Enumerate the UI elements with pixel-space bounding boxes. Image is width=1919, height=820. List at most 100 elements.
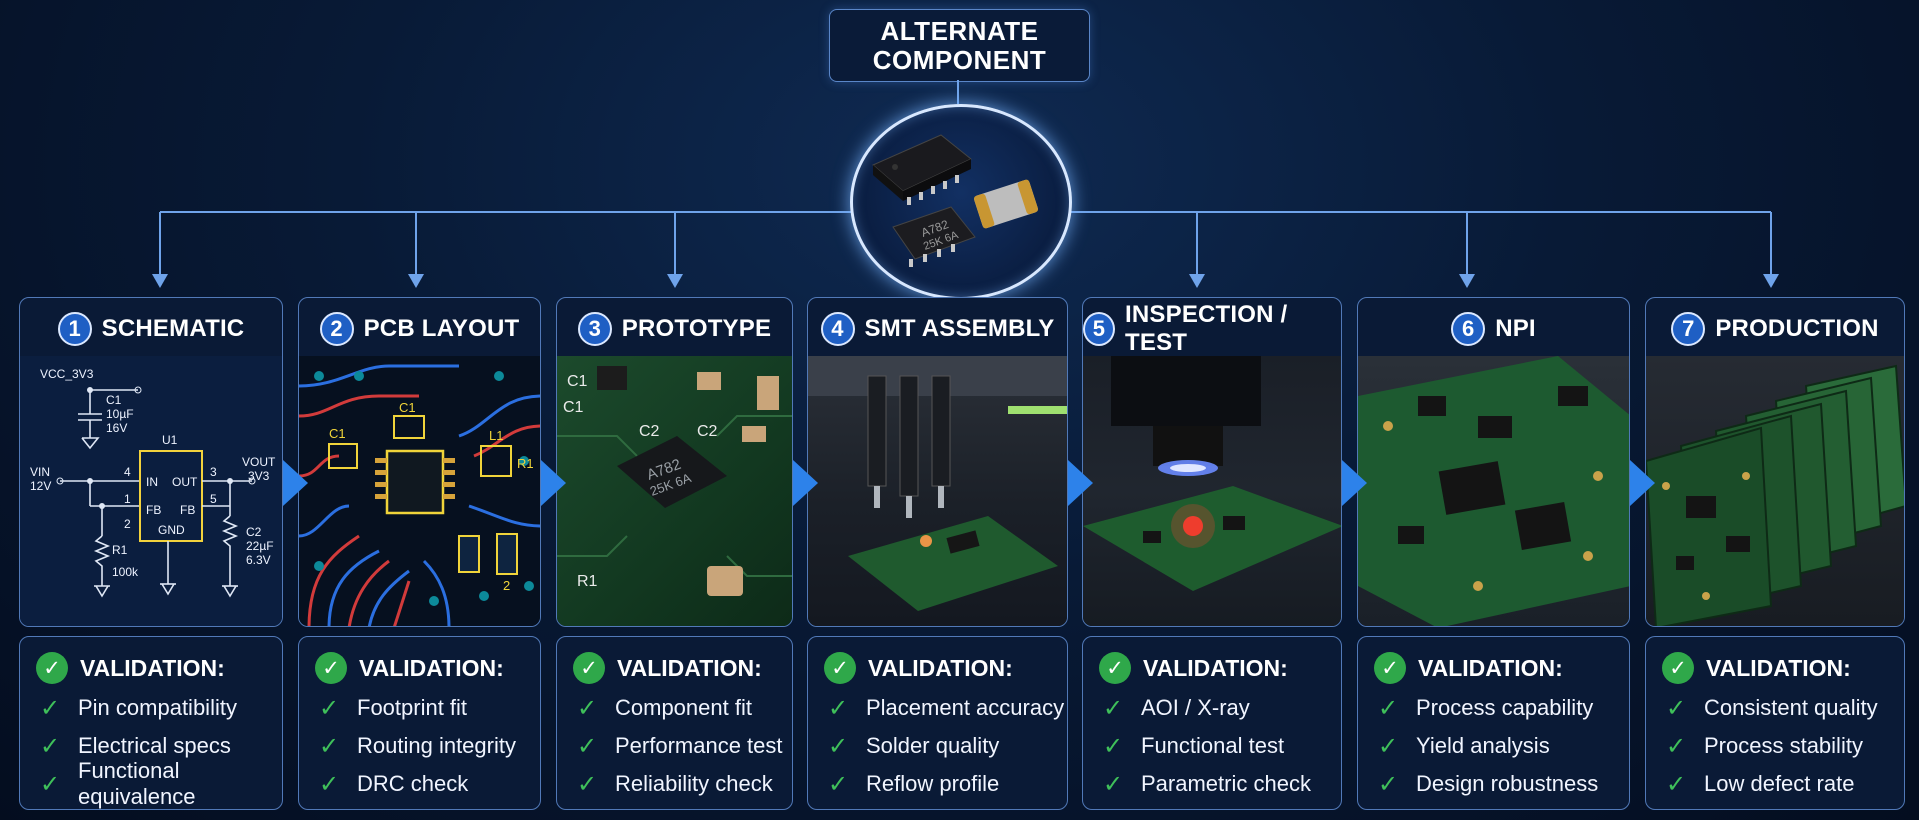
validation-box-inspection-test: ✓VALIDATION: ✓AOI / X-ray ✓Functional te…	[1082, 636, 1342, 810]
checkmark-icon: ✓	[828, 694, 849, 722]
pin-fb-right: FB	[180, 503, 195, 517]
validation-label: VALIDATION:	[1143, 654, 1288, 681]
stage-title: NPI	[1495, 315, 1536, 342]
flow-arrow-icon	[1068, 460, 1093, 506]
checkmark-icon: ✓	[828, 770, 849, 798]
flow-arrow-icon	[793, 460, 818, 506]
check-circle-icon: ✓	[1099, 652, 1131, 684]
schematic-diagram: VCC_3V3 C1 10µF 16V U1 VIN 12V VOUT 3V3 …	[20, 356, 282, 626]
pcb-c1b-label: C1	[399, 400, 416, 415]
stage-header: 5 INSPECTION / TEST	[1083, 298, 1341, 360]
proto-c2b-label: C2	[697, 423, 718, 440]
stage-header: 3 PROTOTYPE	[557, 298, 792, 360]
list-item: ✓Low defect rate	[1666, 770, 1855, 798]
pcb-layout-image: C1 C1 L1 R1 2	[299, 356, 540, 626]
proto-c1-label: C1	[567, 373, 588, 390]
list-item: ✓Functional test	[1103, 732, 1285, 760]
vout-voltage: 3V3	[248, 469, 270, 483]
list-item: ✓Electrical specs	[40, 732, 231, 760]
list-item: ✓Process stability	[1666, 732, 1863, 760]
prototype-board-image: A782 25K 6A C1 C1 C2 C2 R1	[557, 356, 792, 626]
validation-box-schematic: ✓ VALIDATION: ✓Pin compatibility ✓Electri…	[19, 636, 283, 810]
u1-ref: U1	[162, 433, 178, 447]
stage-title: SMT ASSEMBLY	[864, 315, 1055, 342]
pin-5: 5	[210, 492, 217, 506]
list-item: ✓Reliability check	[577, 770, 773, 798]
c2-ref: C2	[246, 525, 262, 539]
distribution-connectors	[152, 80, 1779, 288]
stage-title: PROTOTYPE	[621, 315, 772, 342]
checkmark-icon: ✓	[577, 732, 598, 760]
stage-card-smt-assembly: 4 SMT ASSEMBLY	[807, 297, 1068, 627]
vout-label: VOUT	[242, 455, 276, 469]
checkmark-icon: ✓	[1378, 732, 1399, 760]
step-number-badge: 4	[820, 312, 855, 346]
check-circle-icon: ✓	[824, 652, 856, 684]
stage-title: SCHEMATIC	[101, 315, 245, 342]
checkmark-icon: ✓	[1103, 770, 1124, 798]
stage-card-inspection-test: 5 INSPECTION / TEST	[1082, 297, 1342, 627]
alternate-component-hub: A782 25K 6A	[850, 104, 1072, 300]
r1-ref: R1	[112, 543, 128, 557]
list-item: ✓Reflow profile	[828, 770, 1000, 798]
stage-card-pcb-layout: 2 PCB LAYOUT	[298, 297, 541, 627]
pin-gnd: GND	[158, 523, 185, 537]
checkmark-icon: ✓	[828, 732, 849, 760]
flow-arrow-icon	[1342, 460, 1367, 506]
stage-header: 2 PCB LAYOUT	[299, 298, 540, 360]
title-line-2: COMPONENT	[872, 44, 1047, 75]
validation-label: VALIDATION:	[1706, 654, 1851, 681]
list-item: ✓Consistent quality	[1666, 694, 1878, 722]
checkmark-icon: ✓	[1378, 694, 1399, 722]
validation-box-smt-assembly: ✓VALIDATION: ✓Placement accuracy ✓Solder…	[807, 636, 1068, 810]
check-circle-icon: ✓	[1374, 652, 1406, 684]
flow-arrow-icon	[283, 460, 308, 506]
list-item: ✓Routing integrity	[319, 732, 516, 760]
check-circle-icon: ✓	[315, 652, 347, 684]
checkmark-icon: ✓	[319, 770, 340, 798]
checkmark-icon: ✓	[40, 694, 61, 722]
c1-value: 10µF	[106, 407, 134, 421]
list-item: ✓Pin compatibility	[40, 694, 237, 722]
flow-arrow-icon	[541, 460, 566, 506]
list-item: ✓Process capability	[1378, 694, 1594, 722]
checkmark-icon: ✓	[319, 694, 340, 722]
validation-box-prototype: ✓VALIDATION: ✓Component fit ✓Performance…	[556, 636, 793, 810]
checkmark-icon: ✓	[40, 732, 61, 760]
pin-3: 3	[210, 465, 217, 479]
stage-title: PRODUCTION	[1715, 315, 1879, 342]
proto-c1b-label: C1	[563, 399, 584, 416]
flow-arrow-icon	[1630, 460, 1655, 506]
checkmark-icon: ✓	[319, 732, 340, 760]
vin-voltage: 12V	[30, 479, 51, 493]
inspection-image	[1083, 356, 1341, 626]
step-number-badge: 2	[319, 312, 354, 346]
list-item: ✓Footprint fit	[319, 694, 468, 722]
r1-value: 100k	[112, 565, 139, 579]
checkmark-icon: ✓	[577, 770, 598, 798]
validation-label: VALIDATION:	[1418, 654, 1563, 681]
list-item: ✓Performance test	[577, 732, 783, 760]
validation-label: VALIDATION:	[80, 654, 225, 681]
proto-r1-label: R1	[577, 573, 598, 590]
c2-value: 22µF	[246, 539, 274, 553]
checkmark-icon: ✓	[1666, 770, 1687, 798]
checkmark-icon: ✓	[1666, 732, 1687, 760]
checkmark-icon: ✓	[40, 770, 61, 798]
stage-header: 6 NPI	[1358, 298, 1629, 360]
c2-voltage: 6.3V	[246, 553, 271, 567]
c1-ref: C1	[106, 393, 122, 407]
validation-box-production: ✓ VALIDATION: ✓Consistent quality ✓Proces…	[1645, 636, 1905, 810]
capacitor-part-icon	[973, 179, 1039, 229]
pin-2: 2	[124, 517, 131, 531]
validation-box-pcb-layout: ✓VALIDATION: ✓Footprint fit ✓Routing int…	[298, 636, 541, 810]
stage-card-production: 7 PRODUCTION	[1645, 297, 1905, 627]
component-parts-image: A782 25K 6A	[872, 134, 1039, 267]
check-circle-icon: ✓	[36, 652, 68, 684]
step-number-badge: 5	[1083, 312, 1115, 346]
pcb-r1-label: R1	[517, 456, 534, 471]
check-circle-icon: ✓	[1662, 652, 1694, 684]
list-item: ✓Parametric check	[1103, 770, 1311, 798]
stage-title: PCB LAYOUT	[363, 315, 520, 342]
title-line-1: ALTERNATE	[880, 15, 1039, 46]
